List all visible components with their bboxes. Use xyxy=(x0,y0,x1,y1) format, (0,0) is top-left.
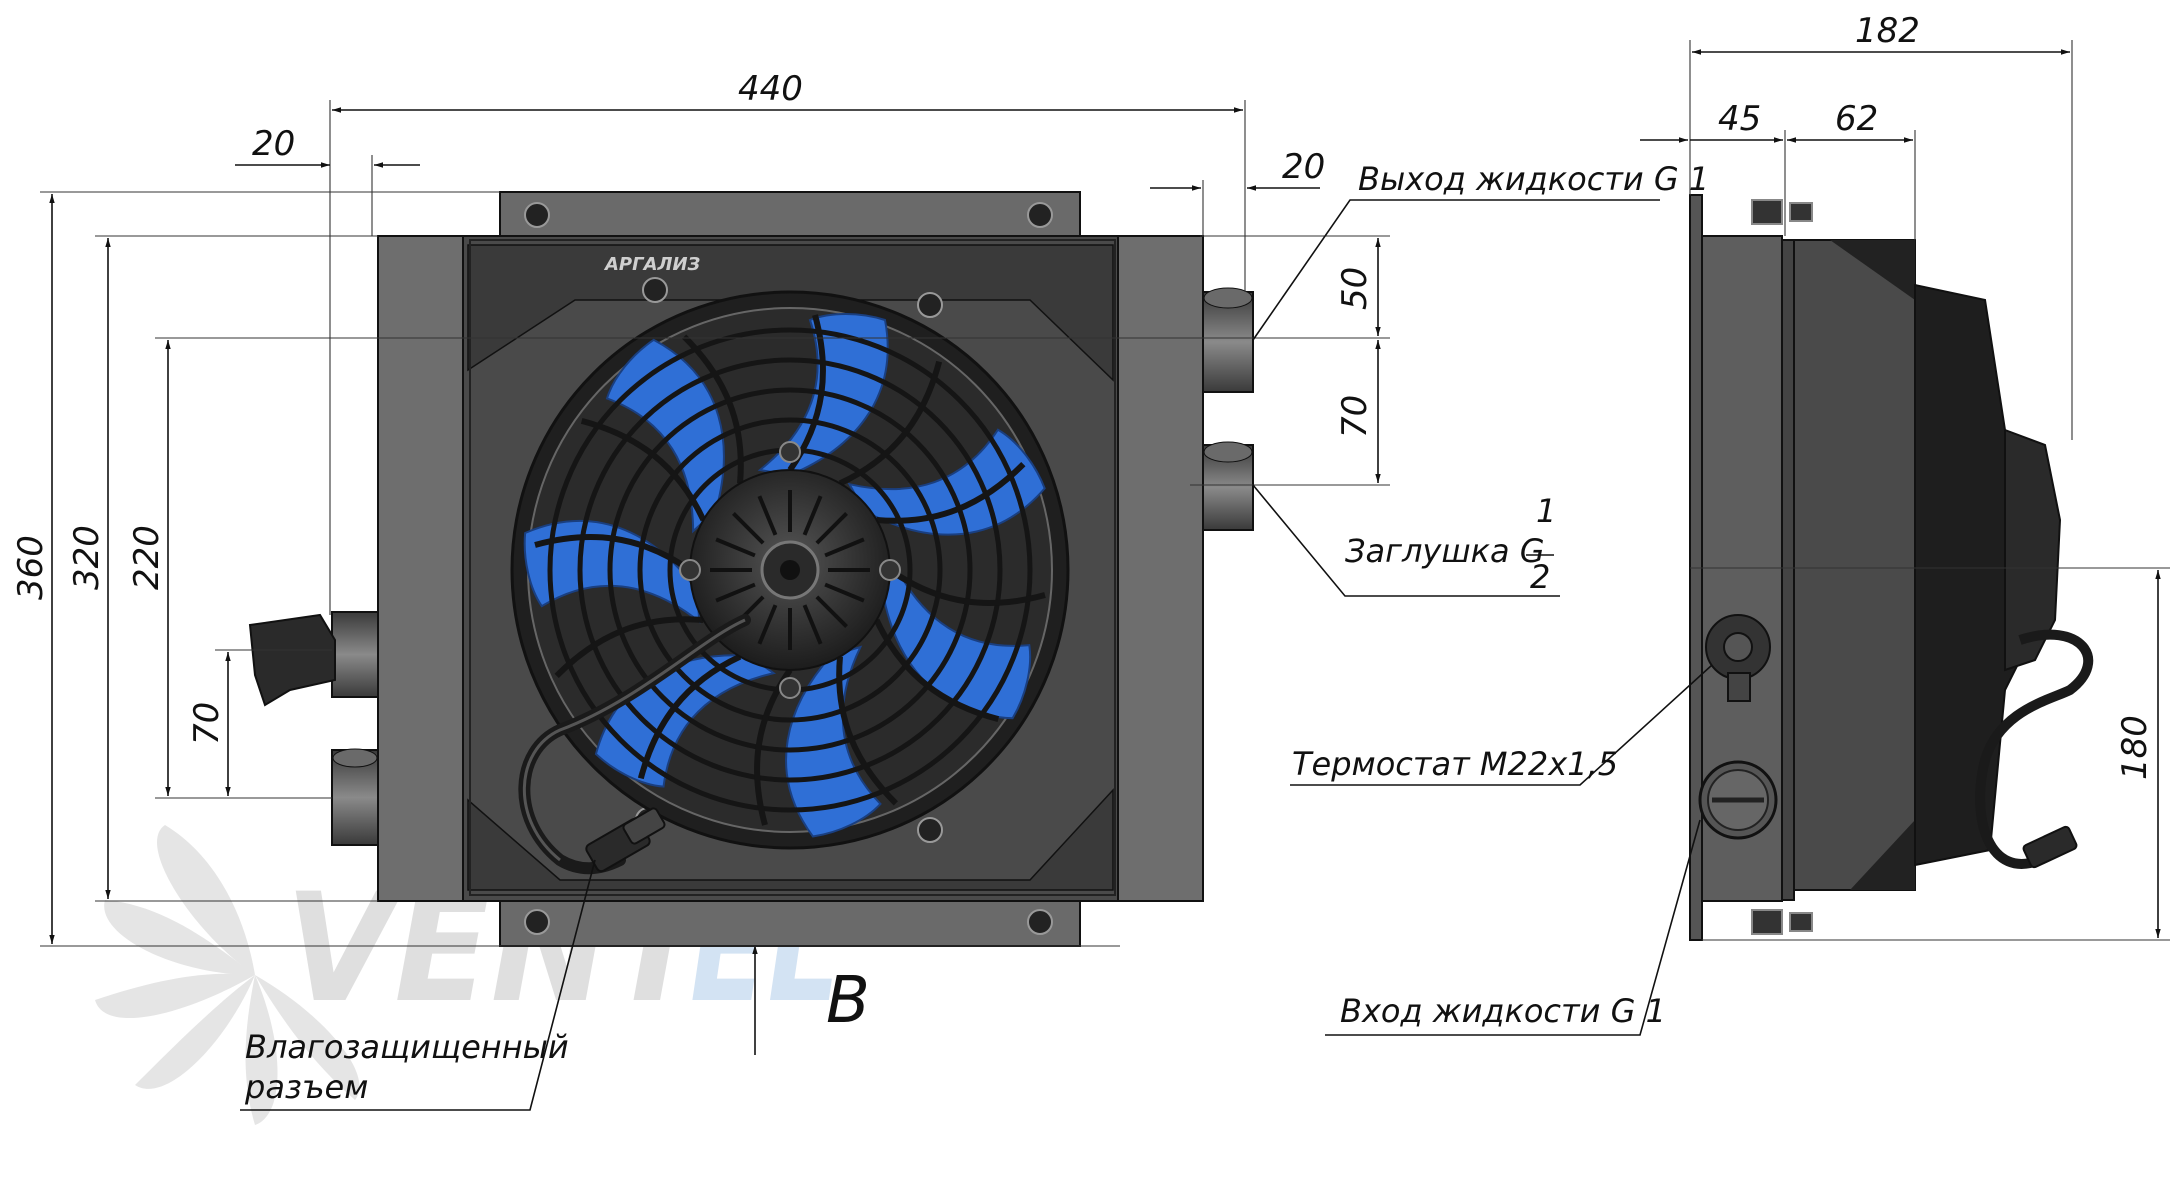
dim-height-lower-port: 70 xyxy=(187,702,227,745)
hub-rib xyxy=(815,595,848,628)
grille-spoke xyxy=(682,334,744,484)
dim-flange-left: 20 xyxy=(252,124,295,164)
label-plug: Заглушка G xyxy=(1345,532,1545,570)
hub-rib xyxy=(757,495,778,536)
front-view: АРГАЛИЗ xyxy=(248,191,1254,1055)
dim-port-spacing-mid: 70 xyxy=(1335,395,1375,438)
side-inlet xyxy=(1698,760,1778,840)
grille-spoke xyxy=(836,656,898,806)
dim-height-core: 320 xyxy=(67,525,107,590)
grille-ring xyxy=(577,357,1003,783)
hub-rib xyxy=(815,512,848,545)
callouts: Выход жидкости G 1 Заглушка G 1 2 Термос… xyxy=(240,160,1713,1111)
grille-spoke xyxy=(838,360,943,487)
grille-ring xyxy=(637,417,943,723)
hub-rib xyxy=(732,512,765,545)
fan-shroud xyxy=(467,244,1114,382)
dimension-values: 440 20 20 360 320 220 70 50 70 182 45 62… xyxy=(11,11,2155,780)
label-connector-line1: Влагозащищенный xyxy=(245,1028,569,1066)
label-thermostat: Термостат М22х1,5 xyxy=(1292,745,1618,783)
grille-spoke xyxy=(580,417,707,522)
dim-depth-core: 45 xyxy=(1718,99,1761,139)
side-motor xyxy=(2004,428,2062,672)
grille-spoke xyxy=(637,653,742,780)
watermark-fan-icon xyxy=(95,825,360,1125)
dim-flange-right: 20 xyxy=(1282,147,1325,187)
grille-spoke xyxy=(554,616,704,678)
grille-ring xyxy=(607,387,973,753)
label-outlet: Выход жидкости G 1 xyxy=(1358,160,1709,198)
label-plug-denominator: 2 xyxy=(1530,558,1550,596)
moisture-proof-connector xyxy=(585,807,666,873)
dim-port-spacing-top: 50 xyxy=(1335,267,1375,310)
hub-rib xyxy=(802,604,823,645)
right-tank xyxy=(1117,235,1204,902)
side-cable xyxy=(1975,629,2094,869)
grille-ring xyxy=(547,327,1033,813)
label-plug-numerator: 1 xyxy=(1536,492,1556,530)
bottom-mounting-plate xyxy=(499,899,1081,947)
hub-rib xyxy=(715,582,756,603)
dim-height-total: 360 xyxy=(11,535,51,600)
dim-width-total: 440 xyxy=(738,69,803,109)
hub-rib xyxy=(824,582,865,603)
top-mounting-plate xyxy=(499,191,1081,239)
nameplate: АРГАЛИЗ xyxy=(603,254,701,275)
side-shroud xyxy=(1793,239,1916,891)
grille-spoke xyxy=(876,462,1026,524)
hub-rib xyxy=(715,537,756,558)
label-inlet: Вход жидкости G 1 xyxy=(1340,992,1666,1030)
grille-spoke xyxy=(534,534,692,573)
dimension-lines xyxy=(40,40,2170,947)
hub-rib xyxy=(824,537,865,558)
dim-height-side: 180 xyxy=(2115,715,2155,780)
outlet-port xyxy=(1202,287,1254,393)
side-bolts xyxy=(1751,199,1813,935)
label-connector-line2: разъем xyxy=(244,1068,368,1106)
side-thermostat xyxy=(1705,614,1771,702)
left-tank xyxy=(377,235,464,902)
fan xyxy=(510,290,1070,850)
left-lower-port xyxy=(331,748,379,846)
fan-grille xyxy=(534,314,1046,826)
grille-spoke xyxy=(888,567,1046,606)
dim-depth-total: 182 xyxy=(1855,11,1920,51)
side-core xyxy=(1781,239,1795,901)
left-upper-port xyxy=(248,611,379,707)
dim-height-ports: 220 xyxy=(127,525,167,590)
plug-port xyxy=(1202,441,1254,531)
view-label: В xyxy=(826,964,870,1038)
grille-spoke xyxy=(873,618,1000,723)
hub-rib xyxy=(802,495,823,536)
dim-depth-fan: 62 xyxy=(1835,99,1878,139)
hub-rib xyxy=(757,604,778,645)
